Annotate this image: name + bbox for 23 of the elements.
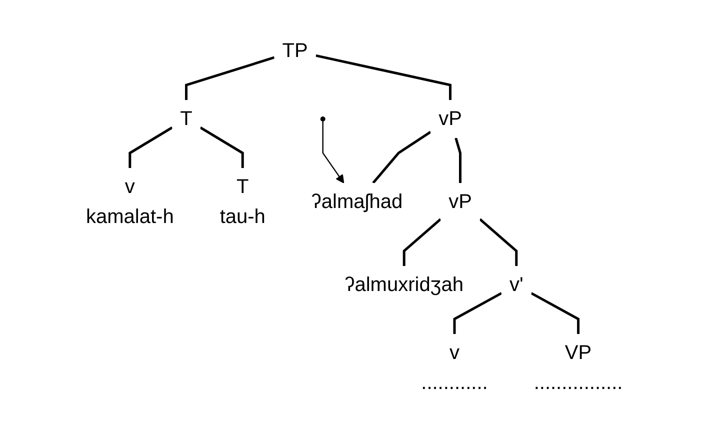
node-text: VP ................ [533,342,622,394]
node-text: T tau-h [219,176,266,228]
connector [315,54,452,100]
node-text: ʔalmuxridʒah [344,274,464,296]
connector [452,292,502,334]
node-text: v kamalat-h [86,176,174,228]
connector [184,56,274,100]
connector [530,292,580,334]
arrow [322,121,344,184]
node-circle [320,116,325,122]
connector [454,138,462,183]
node-text: TP [282,40,308,62]
node-text: vP [438,108,462,130]
node-text: T [180,108,192,130]
node-text: ʔalmaʃhad [311,190,402,213]
connector [402,218,442,266]
node-text: vP [448,190,472,213]
connector [478,218,518,266]
connector [372,130,431,184]
node-text: v' [509,274,523,296]
connector [199,126,244,168]
node-text: v ............ [420,342,488,394]
connector [128,126,172,168]
